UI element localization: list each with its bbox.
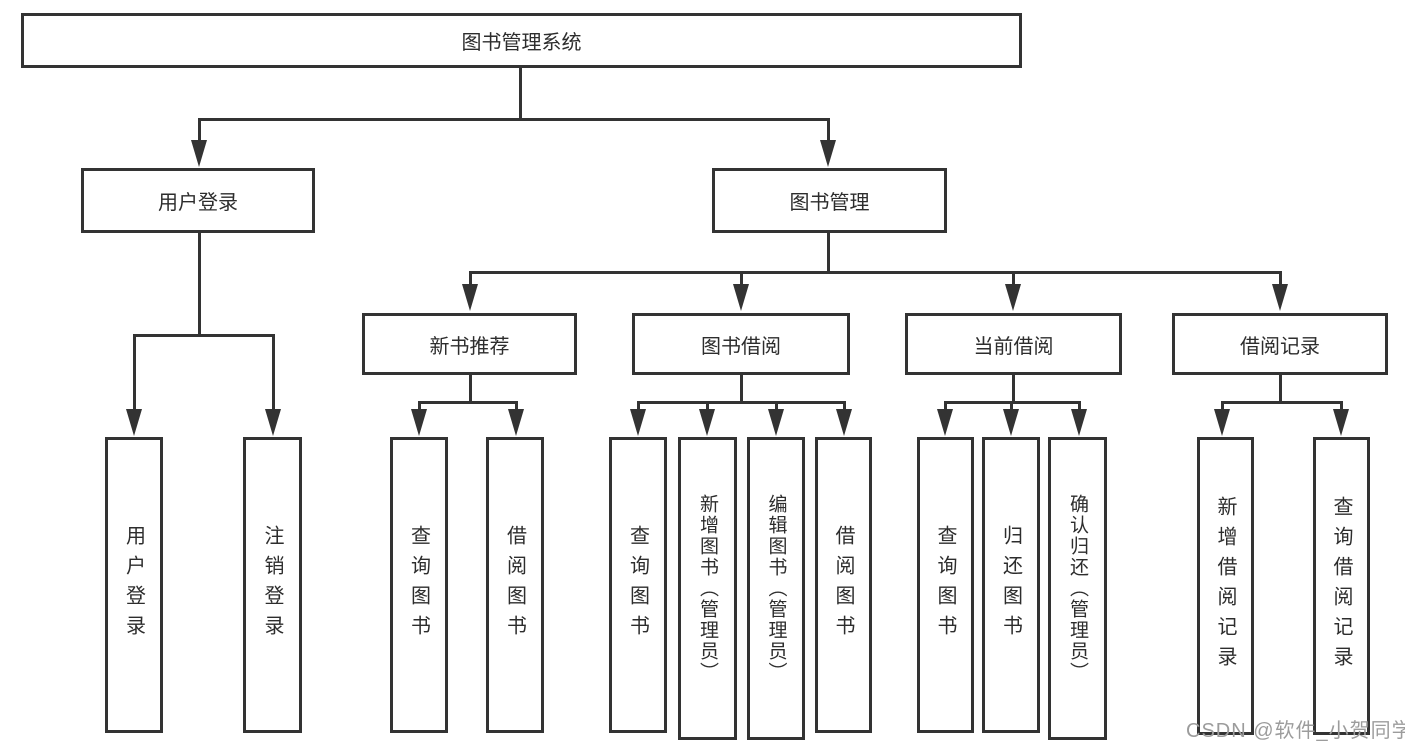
arrowhead-icon bbox=[836, 409, 852, 436]
node-library-management-system: 图书管理系统 bbox=[21, 13, 1022, 68]
connector-line bbox=[1221, 401, 1224, 409]
connector-line bbox=[133, 334, 275, 337]
arrowhead-icon bbox=[411, 409, 427, 436]
connector-line bbox=[1279, 271, 1282, 284]
node-current-borrowing: 当前借阅 bbox=[905, 313, 1122, 375]
connector-line bbox=[740, 375, 743, 403]
node-query-books-recommend: 查询图书 bbox=[390, 437, 448, 733]
connector-line bbox=[469, 375, 472, 403]
connector-line bbox=[775, 401, 778, 409]
arrowhead-icon bbox=[126, 409, 142, 436]
node-user-login: 用户登录 bbox=[81, 168, 315, 233]
arrowhead-icon bbox=[1214, 409, 1230, 436]
connector-line bbox=[1279, 375, 1282, 403]
connector-line bbox=[1221, 401, 1342, 404]
connector-line bbox=[1012, 271, 1015, 284]
node-user-login-action: 用户登录 bbox=[105, 437, 163, 733]
arrowhead-icon bbox=[630, 409, 646, 436]
arrowhead-icon bbox=[768, 409, 784, 436]
node-return-books: 归还图书 bbox=[982, 437, 1040, 733]
arrowhead-icon bbox=[1333, 409, 1349, 436]
connector-line bbox=[418, 401, 421, 409]
arrowhead-icon bbox=[699, 409, 715, 436]
connector-line bbox=[418, 401, 517, 404]
connector-line bbox=[272, 334, 275, 409]
connector-line bbox=[515, 401, 518, 409]
connector-line bbox=[519, 68, 522, 120]
connector-line bbox=[469, 271, 472, 284]
node-add-books-admin: 新增图书（管理员） bbox=[678, 437, 737, 740]
node-query-borrowing-record: 查询借阅记录 bbox=[1313, 437, 1370, 735]
node-logout-action: 注销登录 bbox=[243, 437, 302, 733]
arrowhead-icon bbox=[462, 284, 478, 311]
node-confirm-return-admin: 确认归还（管理员） bbox=[1048, 437, 1107, 740]
arrowhead-icon bbox=[820, 140, 836, 167]
connector-line bbox=[198, 118, 830, 121]
connector-line bbox=[637, 401, 845, 404]
csdn-watermark: CSDN @软件_小贺同学 bbox=[1186, 720, 1405, 742]
arrowhead-icon bbox=[265, 409, 281, 436]
node-edit-books-admin: 编辑图书（管理员） bbox=[747, 437, 805, 740]
node-book-management: 图书管理 bbox=[712, 168, 947, 233]
connector-line bbox=[198, 232, 201, 336]
connector-line bbox=[827, 232, 830, 273]
connector-line bbox=[133, 334, 136, 409]
node-book-borrowing: 图书借阅 bbox=[632, 313, 850, 375]
connector-line bbox=[1010, 401, 1013, 409]
arrowhead-icon bbox=[1003, 409, 1019, 436]
node-add-borrowing-record: 新增借阅记录 bbox=[1197, 437, 1254, 735]
connector-line bbox=[1340, 401, 1343, 409]
node-borrow-books-recommend: 借阅图书 bbox=[486, 437, 544, 733]
connector-line bbox=[843, 401, 846, 409]
node-query-books-borrowing: 查询图书 bbox=[609, 437, 667, 733]
node-borrowing-records: 借阅记录 bbox=[1172, 313, 1388, 375]
connector-line bbox=[469, 271, 1282, 274]
arrowhead-icon bbox=[1071, 409, 1087, 436]
node-borrow-books-borrowing: 借阅图书 bbox=[815, 437, 872, 733]
arrowhead-icon bbox=[191, 140, 207, 167]
connector-line bbox=[944, 401, 947, 409]
node-new-book-recommend: 新书推荐 bbox=[362, 313, 577, 375]
connector-line bbox=[198, 118, 201, 140]
arrowhead-icon bbox=[1005, 284, 1021, 311]
connector-line bbox=[706, 401, 709, 409]
connector-line bbox=[637, 401, 640, 409]
arrowhead-icon bbox=[1272, 284, 1288, 311]
connector-line bbox=[1012, 375, 1015, 403]
arrowhead-icon bbox=[733, 284, 749, 311]
connector-line bbox=[1078, 401, 1081, 409]
arrowhead-icon bbox=[937, 409, 953, 436]
arrowhead-icon bbox=[508, 409, 524, 436]
connector-line bbox=[740, 271, 743, 284]
node-query-books-current: 查询图书 bbox=[917, 437, 974, 733]
connector-line bbox=[827, 118, 830, 140]
